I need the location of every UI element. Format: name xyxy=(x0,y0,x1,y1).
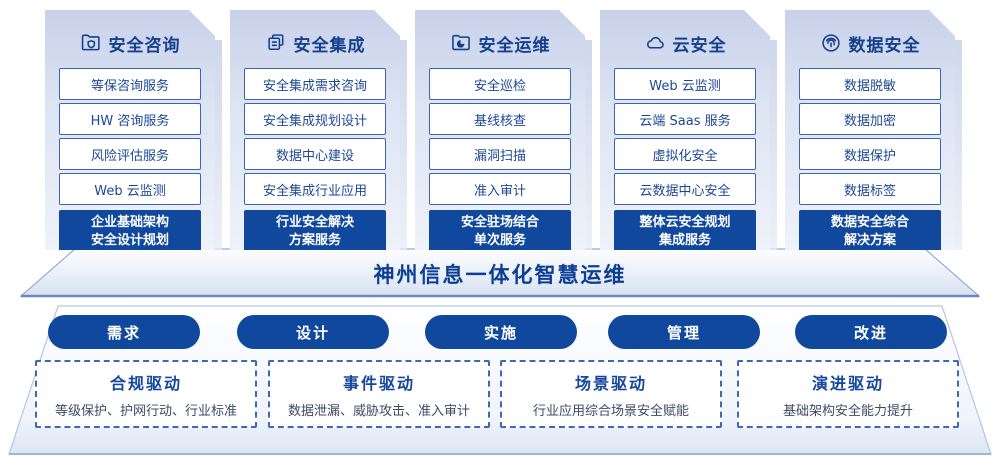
service-item: 等保咨询服务 xyxy=(59,68,201,100)
footer-line: 安全设计规划 xyxy=(90,232,169,248)
folder-shield-icon xyxy=(80,32,102,54)
card-footer: 行业安全解决 方案服务 xyxy=(244,210,386,250)
service-item: 云端 Saas 服务 xyxy=(614,103,756,135)
driver-box-compliance: 合规驱动 等级保护、护网行动、行业标准 xyxy=(35,360,257,428)
phase-pill-manage: 管理 xyxy=(608,315,760,349)
documents-icon xyxy=(265,32,287,54)
service-item: 风险评估服务 xyxy=(59,138,201,170)
card-header: 安全咨询 xyxy=(45,30,215,56)
footer-line: 整体云安全规划 xyxy=(639,214,731,230)
footer-line: 单次服务 xyxy=(473,232,526,248)
card-header: 安全集成 xyxy=(230,30,400,56)
service-card-integration: 安全集成 安全集成需求咨询 安全集成规划设计 数据中心建设 安全集成行业应用 行… xyxy=(230,10,400,250)
service-item: HW 咨询服务 xyxy=(59,103,201,135)
driver-title: 合规驱动 xyxy=(109,373,182,393)
footer-line: 安全驻场结合 xyxy=(460,214,539,230)
card-footer: 安全驻场结合 单次服务 xyxy=(429,210,571,250)
phase-pill-design: 设计 xyxy=(237,315,389,349)
service-item: 漏洞扫描 xyxy=(429,138,571,170)
service-item: 数据加密 xyxy=(799,103,941,135)
driver-desc: 数据泄漏、威胁攻击、准入审计 xyxy=(287,403,470,419)
phase-pill-implement: 实施 xyxy=(425,315,577,349)
service-card-data: 数据安全 数据脱敏 数据加密 数据保护 数据标签 数据安全综合 解决方案 xyxy=(785,10,955,250)
driver-desc: 行业应用综合场景安全赋能 xyxy=(532,403,689,419)
service-item: 数据标签 xyxy=(799,173,941,205)
driver-title: 场景驱动 xyxy=(574,373,647,393)
driver-title: 事件驱动 xyxy=(342,373,415,393)
card-footer: 数据安全综合 解决方案 xyxy=(799,210,941,250)
driver-title: 演进驱动 xyxy=(811,373,884,393)
driver-desc: 基础架构安全能力提升 xyxy=(782,403,913,419)
service-item: Web 云监测 xyxy=(59,173,201,205)
card-side-edge xyxy=(585,40,592,250)
service-item: 准入审计 xyxy=(429,173,571,205)
service-item: 安全集成需求咨询 xyxy=(244,68,386,100)
driver-box-evolution: 演进驱动 基础架构安全能力提升 xyxy=(737,360,959,428)
card-title: 数据安全 xyxy=(848,35,921,56)
service-card-consulting: 安全咨询 等保咨询服务 HW 咨询服务 风险评估服务 Web 云监测 企业基础架… xyxy=(45,10,215,250)
card-side-edge xyxy=(770,40,777,250)
service-item: 云数据中心安全 xyxy=(614,173,756,205)
card-items: 数据脱敏 数据加密 数据保护 数据标签 xyxy=(785,68,955,205)
folder-chart-icon xyxy=(450,32,472,54)
footer-line: 集成服务 xyxy=(658,232,711,248)
card-side-edge xyxy=(215,40,222,250)
service-card-cloud: 云安全 Web 云监测 云端 Saas 服务 虚拟化安全 云数据中心安全 整体云… xyxy=(600,10,770,250)
card-footer: 企业基础架构 安全设计规划 xyxy=(59,210,201,250)
driver-desc: 等级保护、护网行动、行业标准 xyxy=(54,403,237,419)
card-title: 安全集成 xyxy=(293,35,366,56)
cloud-icon xyxy=(644,32,666,54)
phase-pill-improve: 改进 xyxy=(795,315,947,349)
footer-line: 解决方案 xyxy=(843,232,896,248)
service-item: 基线核查 xyxy=(429,103,571,135)
phase-pill-demand: 需求 xyxy=(48,315,200,349)
footer-line: 方案服务 xyxy=(288,232,341,248)
service-item: 安全巡检 xyxy=(429,68,571,100)
card-title: 安全运维 xyxy=(478,35,551,56)
card-header: 云安全 xyxy=(600,30,770,56)
card-header: 安全运维 xyxy=(415,30,585,56)
driver-box-incident: 事件驱动 数据泄漏、威胁攻击、准入审计 xyxy=(268,360,490,428)
fingerprint-icon xyxy=(820,32,842,54)
service-item: 安全集成规划设计 xyxy=(244,103,386,135)
card-title: 安全咨询 xyxy=(108,35,181,56)
driver-box-scenario: 场景驱动 行业应用综合场景安全赋能 xyxy=(500,360,722,428)
card-side-edge xyxy=(400,40,407,250)
footer-line: 企业基础架构 xyxy=(90,214,169,230)
card-items: Web 云监测 云端 Saas 服务 虚拟化安全 云数据中心安全 xyxy=(600,68,770,205)
platform-title: 神州信息一体化智慧运维 xyxy=(373,263,627,287)
card-items: 安全集成需求咨询 安全集成规划设计 数据中心建设 安全集成行业应用 xyxy=(230,68,400,205)
card-items: 安全巡检 基线核查 漏洞扫描 准入审计 xyxy=(415,68,585,205)
banner-platform-shape xyxy=(19,248,981,298)
service-card-operations: 安全运维 安全巡检 基线核查 漏洞扫描 准入审计 安全驻场结合 单次服务 xyxy=(415,10,585,250)
card-header: 数据安全 xyxy=(785,30,955,56)
card-side-edge xyxy=(955,40,962,250)
service-item: 安全集成行业应用 xyxy=(244,173,386,205)
footer-line: 数据安全综合 xyxy=(830,214,909,230)
service-item: 数据脱敏 xyxy=(799,68,941,100)
footer-line: 行业安全解决 xyxy=(275,214,354,230)
card-footer: 整体云安全规划 集成服务 xyxy=(614,210,756,250)
service-item: 虚拟化安全 xyxy=(614,138,756,170)
service-item: 数据保护 xyxy=(799,138,941,170)
service-item: 数据中心建设 xyxy=(244,138,386,170)
service-item: Web 云监测 xyxy=(614,68,756,100)
card-items: 等保咨询服务 HW 咨询服务 风险评估服务 Web 云监测 xyxy=(45,68,215,205)
card-title: 云安全 xyxy=(672,35,727,56)
